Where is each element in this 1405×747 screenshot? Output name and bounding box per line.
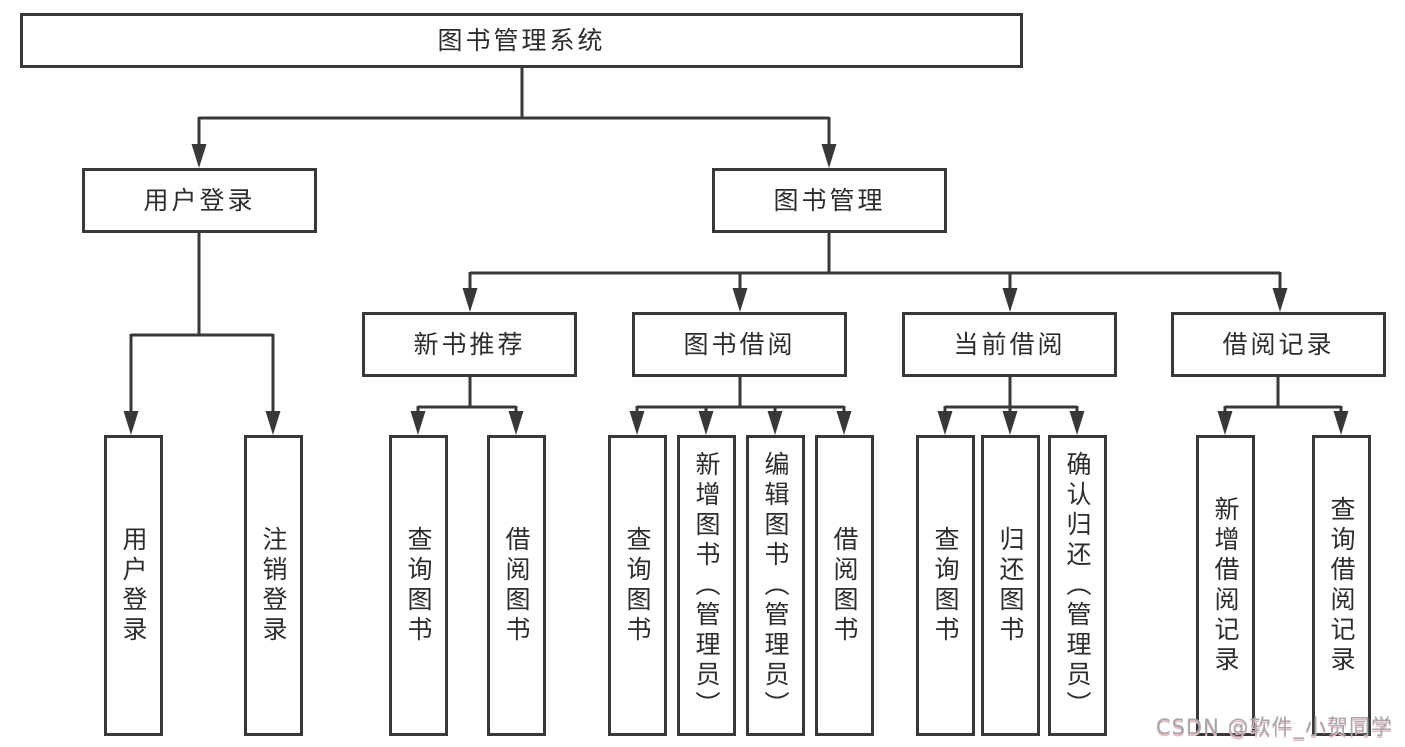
node-borrow-books-recommend: 借阅图书 (487, 435, 546, 736)
node-query-books-recommend: 查询图书 (389, 435, 448, 736)
node-label: 编辑图书（管理员） (761, 450, 790, 721)
arrowhead (265, 411, 281, 435)
arrowhead (1002, 288, 1018, 312)
node-label: 确认归还（管理员） (1063, 450, 1092, 721)
node-label: 图书管理 (773, 186, 886, 215)
node-return-books: 归还图书 (981, 435, 1040, 736)
arrowhead (698, 411, 714, 435)
node-label: 借阅图书 (830, 525, 859, 646)
node-label: 借阅记录 (1222, 330, 1335, 359)
node-label: 查询借阅记录 (1327, 495, 1356, 676)
node-label: 归还图书 (996, 525, 1025, 646)
node-label: 用户登录 (119, 525, 148, 646)
node-label: 注销登录 (259, 525, 288, 646)
node-label: 新书推荐 (413, 330, 526, 359)
node-add-borrow-record: 新增借阅记录 (1196, 435, 1255, 736)
arrowheads (123, 144, 1349, 435)
arrowhead (410, 411, 426, 435)
node-library-management-system: 图书管理系统 (20, 13, 1023, 68)
node-label: 查询图书 (404, 525, 433, 646)
node-confirm-return-admin: 确认归还（管理员） (1048, 435, 1107, 736)
node-label: 查询图书 (931, 525, 960, 646)
arrowhead (937, 411, 953, 435)
node-current-borrowing: 当前借阅 (902, 312, 1117, 377)
node-label: 图书管理系统 (437, 26, 606, 55)
arrowhead (508, 411, 524, 435)
node-label: 图书借阅 (683, 330, 796, 359)
node-logout: 注销登录 (244, 435, 303, 736)
node-add-book-admin: 新增图书（管理员） (677, 435, 736, 736)
arrowhead (1333, 411, 1349, 435)
node-new-book-recommendation: 新书推荐 (362, 312, 577, 377)
arrowhead (462, 288, 478, 312)
node-book-management: 图书管理 (712, 168, 947, 233)
node-query-borrow-record: 查询借阅记录 (1312, 435, 1371, 736)
node-book-borrowing: 图书借阅 (632, 312, 847, 377)
node-label: 用户登录 (143, 186, 256, 215)
arrowhead (821, 144, 837, 168)
arrowhead (836, 411, 852, 435)
arrowhead (191, 144, 207, 168)
watermark: CSDN @软件_小贺同学 (1155, 715, 1393, 739)
node-user-login-group: 用户登录 (82, 168, 317, 233)
arrowhead (1002, 411, 1018, 435)
node-label: 新增图书（管理员） (692, 450, 721, 721)
node-query-books-borrowing: 查询图书 (608, 435, 667, 736)
node-user-login: 用户登录 (104, 435, 163, 736)
node-query-books-current: 查询图书 (916, 435, 975, 736)
node-label: 新增借阅记录 (1211, 495, 1240, 676)
arrowhead (629, 411, 645, 435)
arrowhead (732, 288, 748, 312)
arrowhead (767, 411, 783, 435)
node-label: 借阅图书 (502, 525, 531, 646)
arrowhead (1217, 411, 1233, 435)
node-label: 当前借阅 (953, 330, 1066, 359)
node-edit-book-admin: 编辑图书（管理员） (746, 435, 805, 736)
node-borrowing-records: 借阅记录 (1171, 312, 1386, 377)
arrowhead (1272, 288, 1288, 312)
node-label: 查询图书 (623, 525, 652, 646)
node-borrow-books: 借阅图书 (815, 435, 874, 736)
arrowhead (123, 411, 139, 435)
arrowhead (1069, 411, 1085, 435)
